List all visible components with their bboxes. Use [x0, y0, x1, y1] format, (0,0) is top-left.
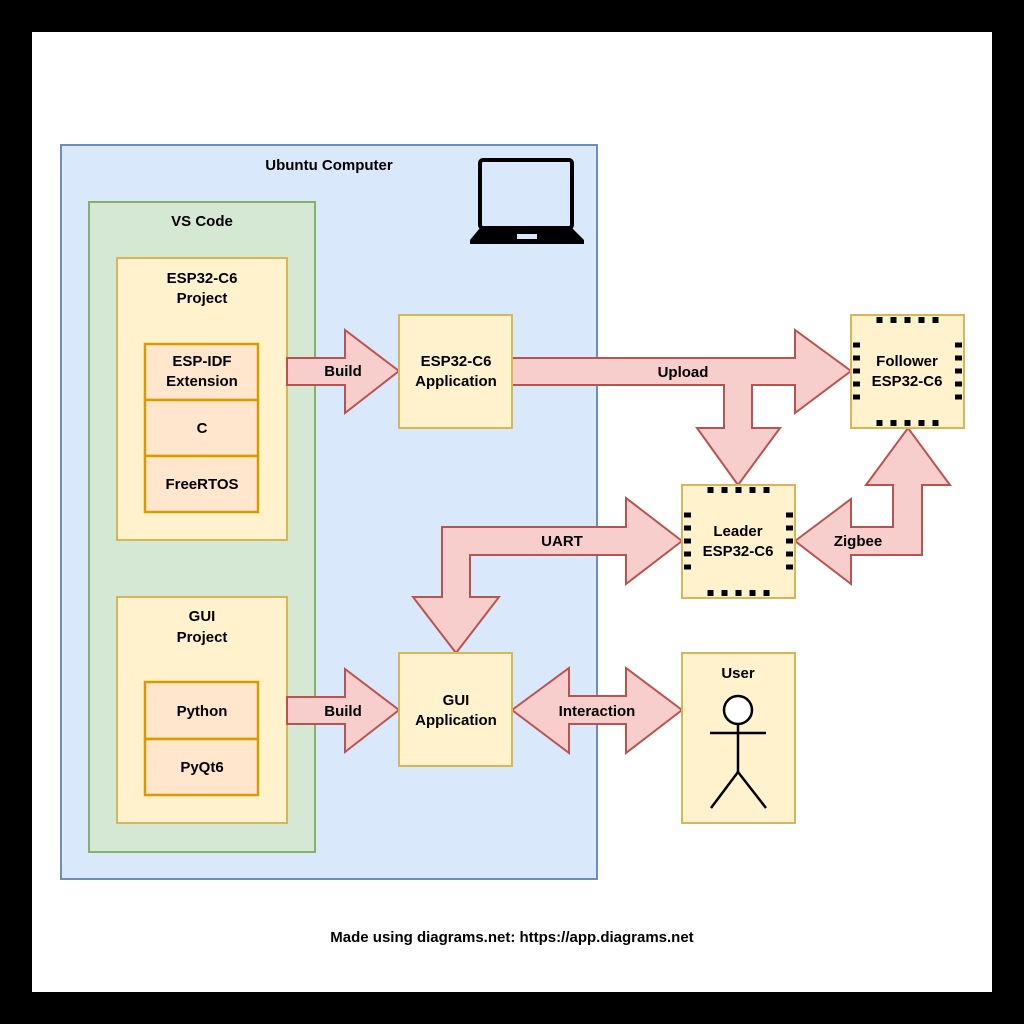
chip-pin — [684, 564, 691, 570]
espidf-label-line2: Extension — [166, 373, 238, 390]
interaction-arrow[interactable]: Interaction — [510, 666, 684, 756]
chip-pin — [876, 420, 883, 426]
esp-stack-item-c[interactable]: C — [143, 398, 260, 458]
esp32-project-label-line1: ESP32-C6 — [167, 270, 238, 287]
esp32-application-node[interactable]: ESP32-C6 Application — [398, 314, 513, 429]
gui-project-label-line1: GUI — [189, 608, 216, 625]
chip-pin — [786, 512, 793, 518]
chip-pin — [955, 355, 962, 361]
chip-pin — [904, 420, 911, 426]
chip-pin — [735, 590, 742, 596]
chip-pin — [955, 342, 962, 348]
chip-pin — [918, 420, 925, 426]
chip-pin — [955, 394, 962, 400]
upload-label: Upload — [658, 364, 709, 381]
chip-pin — [918, 317, 925, 323]
freertos-label: FreeRTOS — [165, 476, 238, 493]
chip-pin — [876, 317, 883, 323]
user-node[interactable]: User — [681, 652, 796, 824]
footer-credit: Made using diagrams.net: https://app.dia… — [330, 929, 693, 946]
follower-label-line2: ESP32-C6 — [872, 373, 943, 390]
chip-pin — [721, 590, 728, 596]
chip-pin — [932, 317, 939, 323]
chip-pin — [707, 487, 714, 493]
uart-label: UART — [541, 533, 583, 550]
esp32-app-label-line2: Application — [415, 373, 497, 390]
espidf-label-line1: ESP-IDF — [172, 353, 231, 370]
chip-pin — [853, 342, 860, 348]
chip-pin — [763, 590, 770, 596]
gui-stack-item-python[interactable]: Python — [143, 680, 260, 741]
chip-pin — [721, 487, 728, 493]
chip-pin — [749, 590, 756, 596]
chip-pin — [955, 381, 962, 387]
chip-pin — [684, 512, 691, 518]
chip-pin — [853, 381, 860, 387]
vscode-label: VS Code — [171, 213, 233, 230]
chip-pin — [853, 355, 860, 361]
gui-project-label-line2: Project — [177, 629, 228, 646]
esp32-project-label-line2: Project — [177, 290, 228, 307]
esp-stack-item-freertos[interactable]: FreeRTOS — [143, 454, 260, 514]
build-esp-label: Build — [324, 363, 362, 380]
gui-app-label-line2: Application — [415, 712, 497, 729]
chip-pin — [684, 551, 691, 557]
chip-icon — [853, 317, 962, 426]
chip-pin — [955, 368, 962, 374]
chip-pin — [786, 525, 793, 531]
follower-label-line1: Follower — [876, 353, 938, 370]
chip-pin — [904, 317, 911, 323]
gui-application-node[interactable]: GUI Application — [398, 652, 513, 767]
leader-label-line1: Leader — [713, 523, 762, 540]
chip-pin — [707, 590, 714, 596]
stick-figure-icon — [710, 694, 767, 809]
chip-pin — [735, 487, 742, 493]
chip-pin — [890, 420, 897, 426]
chip-pin — [684, 538, 691, 544]
zigbee-label: Zigbee — [834, 533, 882, 550]
chip-pin — [763, 487, 770, 493]
user-label: User — [721, 665, 755, 682]
upload-arrow[interactable]: Upload — [511, 328, 853, 487]
esp32-app-label-line1: ESP32-C6 — [421, 353, 492, 370]
chip-pin — [932, 420, 939, 426]
c-label: C — [197, 420, 208, 437]
build-esp-arrow[interactable]: Build — [286, 327, 401, 416]
chip-pin — [684, 525, 691, 531]
follower-esp32-node[interactable]: Follower ESP32-C6 — [850, 314, 965, 429]
chip-pin — [786, 538, 793, 544]
chip-icon — [684, 487, 793, 596]
chip-pin — [786, 564, 793, 570]
chip-pin — [853, 394, 860, 400]
pyqt6-label: PyQt6 — [180, 759, 223, 776]
chip-pin — [749, 487, 756, 493]
gui-stack-item-pyqt6[interactable]: PyQt6 — [143, 737, 260, 797]
gui-app-label-line1: GUI — [443, 692, 470, 709]
ubuntu-computer-label: Ubuntu Computer — [265, 157, 393, 174]
esp-stack-item-espidf[interactable]: ESP-IDF Extension — [143, 342, 260, 402]
chip-pin — [890, 317, 897, 323]
build-gui-label: Build — [324, 703, 362, 720]
python-label: Python — [177, 703, 228, 720]
build-gui-arrow[interactable]: Build — [286, 666, 401, 755]
leader-esp32-node[interactable]: Leader ESP32-C6 — [681, 484, 796, 599]
chip-pin — [786, 551, 793, 557]
interaction-label: Interaction — [559, 703, 636, 720]
laptop-icon — [470, 158, 584, 244]
chip-pin — [853, 368, 860, 374]
leader-label-line2: ESP32-C6 — [703, 543, 774, 560]
